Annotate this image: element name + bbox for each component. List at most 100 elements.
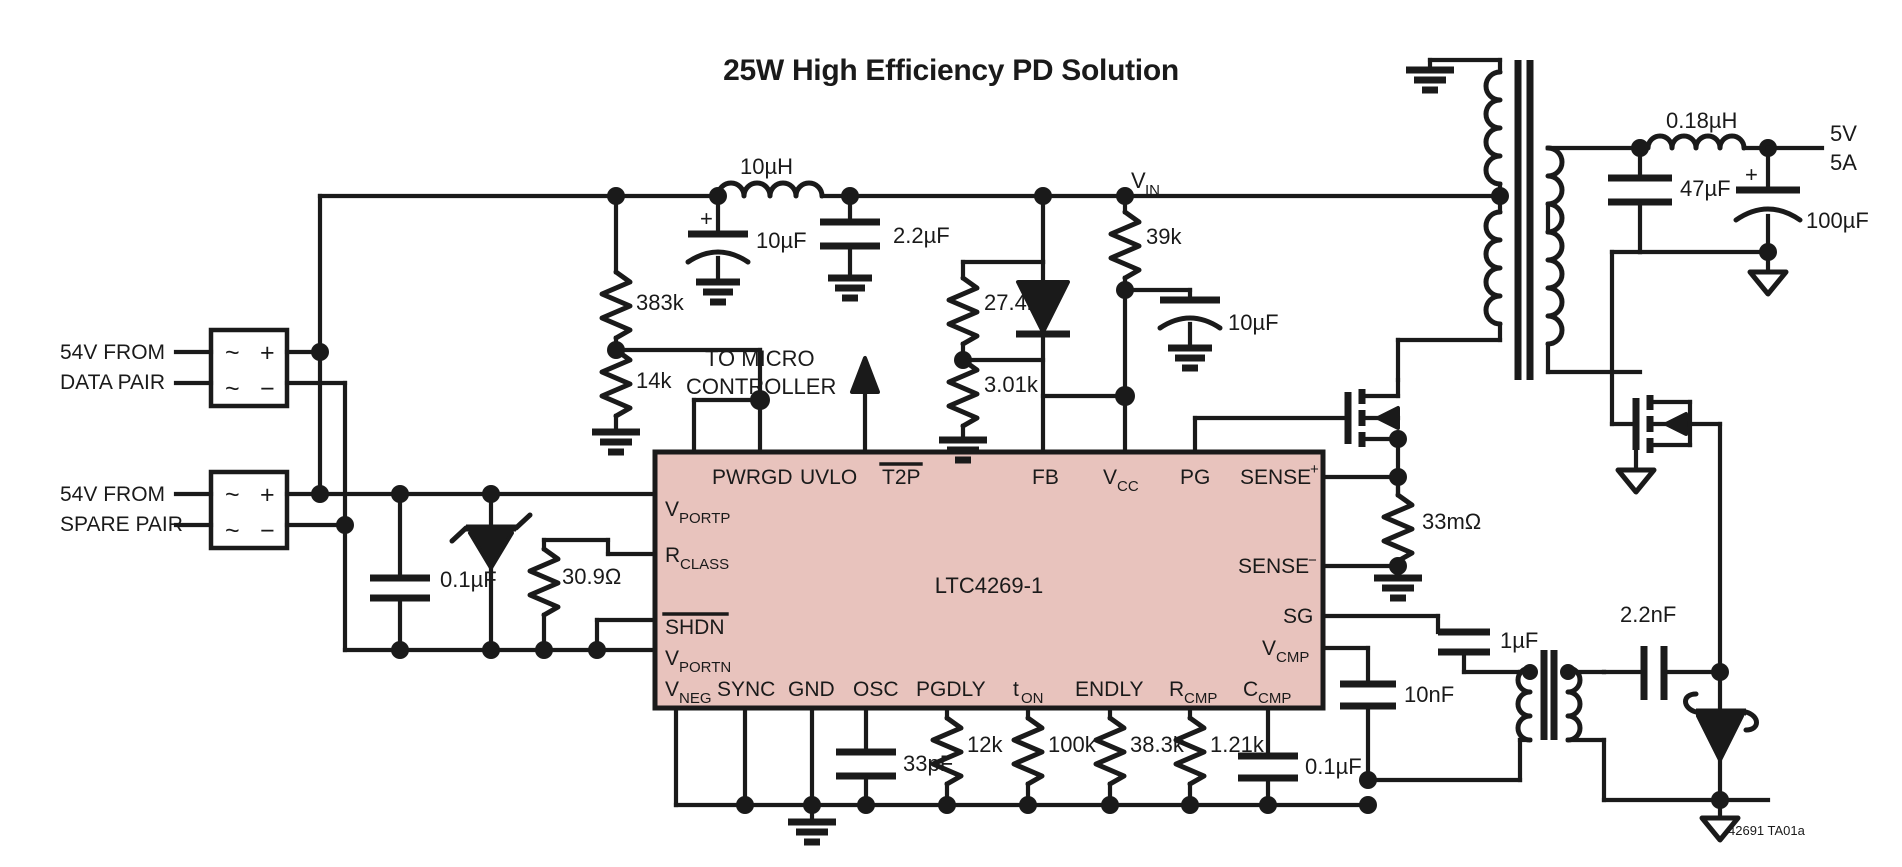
label-data-pair-line1: 54V FROM (60, 341, 165, 364)
label-to-micro-line2: CONTROLLER (686, 374, 836, 399)
polarity-c-10uf-input: + (700, 206, 713, 231)
pin-label-endly: ENDLY (1075, 678, 1143, 701)
bridge2-plus: + (260, 481, 275, 509)
gate-drive-transformer (1365, 650, 1771, 803)
pin-label-sg: SG (1283, 605, 1313, 628)
resistor-1k21-rcmp (1173, 705, 1207, 814)
pin-label-t2p: T2P (882, 466, 921, 489)
bridge1-plus: + (260, 339, 275, 367)
resistor-38k3-endly (1093, 705, 1127, 814)
value-r-3k01: 3.01k (984, 372, 1039, 397)
pin-label-vportp-group: V PORTP (665, 498, 730, 527)
t2p-arrow (850, 356, 880, 455)
bridge-output-wiring (284, 193, 354, 653)
pin-label-vcmp: V (1262, 637, 1276, 660)
ic-lt4269-body (652, 449, 1326, 711)
label-out-voltage: 5V (1830, 121, 1857, 146)
value-r-38k3: 38.3k (1130, 732, 1185, 757)
ground-gatedrive-secondary (1699, 797, 1741, 843)
label-spare-pair-line1: 54V FROM (60, 483, 165, 506)
tvs-zener-diode (449, 485, 533, 659)
pin-label-sense-minus-sup: − (1308, 552, 1317, 569)
label-spare-pair-line2: SPARE PAIR (60, 513, 183, 536)
pin-label-sense-plus: SENSE (1240, 466, 1311, 489)
value-c-2u2f: 2.2µF (893, 223, 950, 248)
cap-10uf-vcc (1122, 287, 1223, 372)
pin-label-vneg: V (665, 678, 679, 701)
pin-label-uvlo: UVLO (800, 466, 857, 489)
pin-label-vneg-group: V NEG (665, 678, 712, 707)
value-r-14k: 14k (636, 368, 672, 393)
value-c-10nf: 10nF (1404, 682, 1454, 707)
pin-label-vcc-group: V CC (1103, 466, 1139, 495)
pin-label-shdn: SHDN (665, 616, 725, 639)
bridge2-ac-top: ~ (225, 481, 240, 509)
cap-2n2f-gatedrive (1601, 646, 1729, 700)
resistor-12k-pgdly (930, 705, 964, 814)
label-out-current: 5A (1830, 150, 1857, 175)
pin-label-vportn-sub: PORTN (679, 659, 731, 676)
pin-label-vcc: V (1103, 466, 1117, 489)
zener-gate-clamp (1683, 669, 1759, 809)
polarity-c-100uf: + (1745, 162, 1758, 187)
value-r-12k: 12k (967, 732, 1003, 757)
bridge2-minus: − (260, 517, 275, 545)
bridge1-ac-bot: ~ (225, 375, 240, 403)
cap-10nf-vcmp (1320, 645, 1396, 789)
label-vin-group: V IN (1131, 168, 1160, 199)
pin-label-ccmp-group: C CMP (1243, 678, 1291, 707)
cap-100uf-output (1733, 139, 1803, 261)
pin-label-vportn: V (665, 647, 679, 670)
diode-vcc-rectifier (1016, 187, 1070, 338)
pin-label-sense-plus-sup: + (1310, 461, 1319, 478)
cap-47uf-output (1608, 139, 1771, 255)
resistor-39k (1108, 187, 1142, 455)
pin-label-gnd: GND (788, 678, 835, 701)
cap-10uf-polarized-input (685, 187, 751, 306)
node-vcc (1115, 386, 1135, 406)
ground-14k (592, 428, 640, 456)
pin-label-vcmp-sub: CMP (1276, 649, 1309, 666)
pin-label-rcmp-sub: CMP (1184, 690, 1217, 707)
value-c-0u1f-ccmp: 0.1µF (1305, 754, 1362, 779)
pin-label-vportp: V (665, 498, 679, 521)
pin-label-ton-sub: ON (1021, 690, 1044, 707)
pin-label-vportp-sub: PORTP (679, 510, 730, 527)
stub-sync (736, 705, 754, 814)
bridge-rectifier-data-pair: ~ + ~ − (208, 327, 290, 409)
pin-label-rclass-sub: CLASS (680, 556, 729, 573)
label-data-pair-line2: DATA PAIR (60, 371, 165, 394)
resistor-33mohm-sense (1374, 474, 1422, 602)
value-r-30r9: 30.9Ω (562, 564, 621, 589)
pin-label-vcc-sub: CC (1117, 478, 1139, 495)
ground-output (1747, 249, 1789, 297)
value-c-2n2f: 2.2nF (1620, 602, 1676, 627)
cap-0u1f-ccmp (1238, 705, 1298, 814)
wire-shdn-connection (588, 617, 658, 659)
node-bottom-right (1359, 796, 1377, 814)
pin-label-pgdly: PGDLY (916, 678, 986, 701)
label-vin-sub: IN (1145, 182, 1160, 199)
ground-secondary-mosfet (1615, 447, 1657, 495)
stub-gnd (788, 705, 836, 846)
cap-2u2f-input (820, 187, 880, 302)
value-c-33pf: 33pF (903, 751, 953, 776)
value-c-10uf-vcc: 10µF (1228, 310, 1279, 335)
pin-label-rcmp-group: R CMP (1169, 678, 1217, 707)
pin-label-sense-minus: SENSE (1238, 555, 1309, 578)
pin-label-ton-group: t ON (1013, 678, 1044, 707)
cap-33pf-osc (836, 705, 896, 814)
label-vin: V (1131, 168, 1146, 193)
value-c-100uf: 100µF (1806, 208, 1869, 233)
resistor-14k (599, 341, 633, 435)
inductor-10uh (715, 180, 853, 199)
pin-label-vcmp-group: V CMP (1262, 637, 1309, 666)
bridge-rectifier-spare-pair: ~ + ~ − (208, 469, 290, 551)
value-r-100k: 100k (1048, 732, 1097, 757)
pin-label-pwrgd: PWRGD (712, 466, 793, 489)
inductor-0u18uh-output (1645, 133, 1771, 151)
resistor-383k (599, 187, 633, 353)
bridge1-ac-top: ~ (225, 339, 240, 367)
ic-part-number: LTC4269-1 (935, 573, 1043, 598)
ground-transformer-top (1406, 57, 1454, 94)
